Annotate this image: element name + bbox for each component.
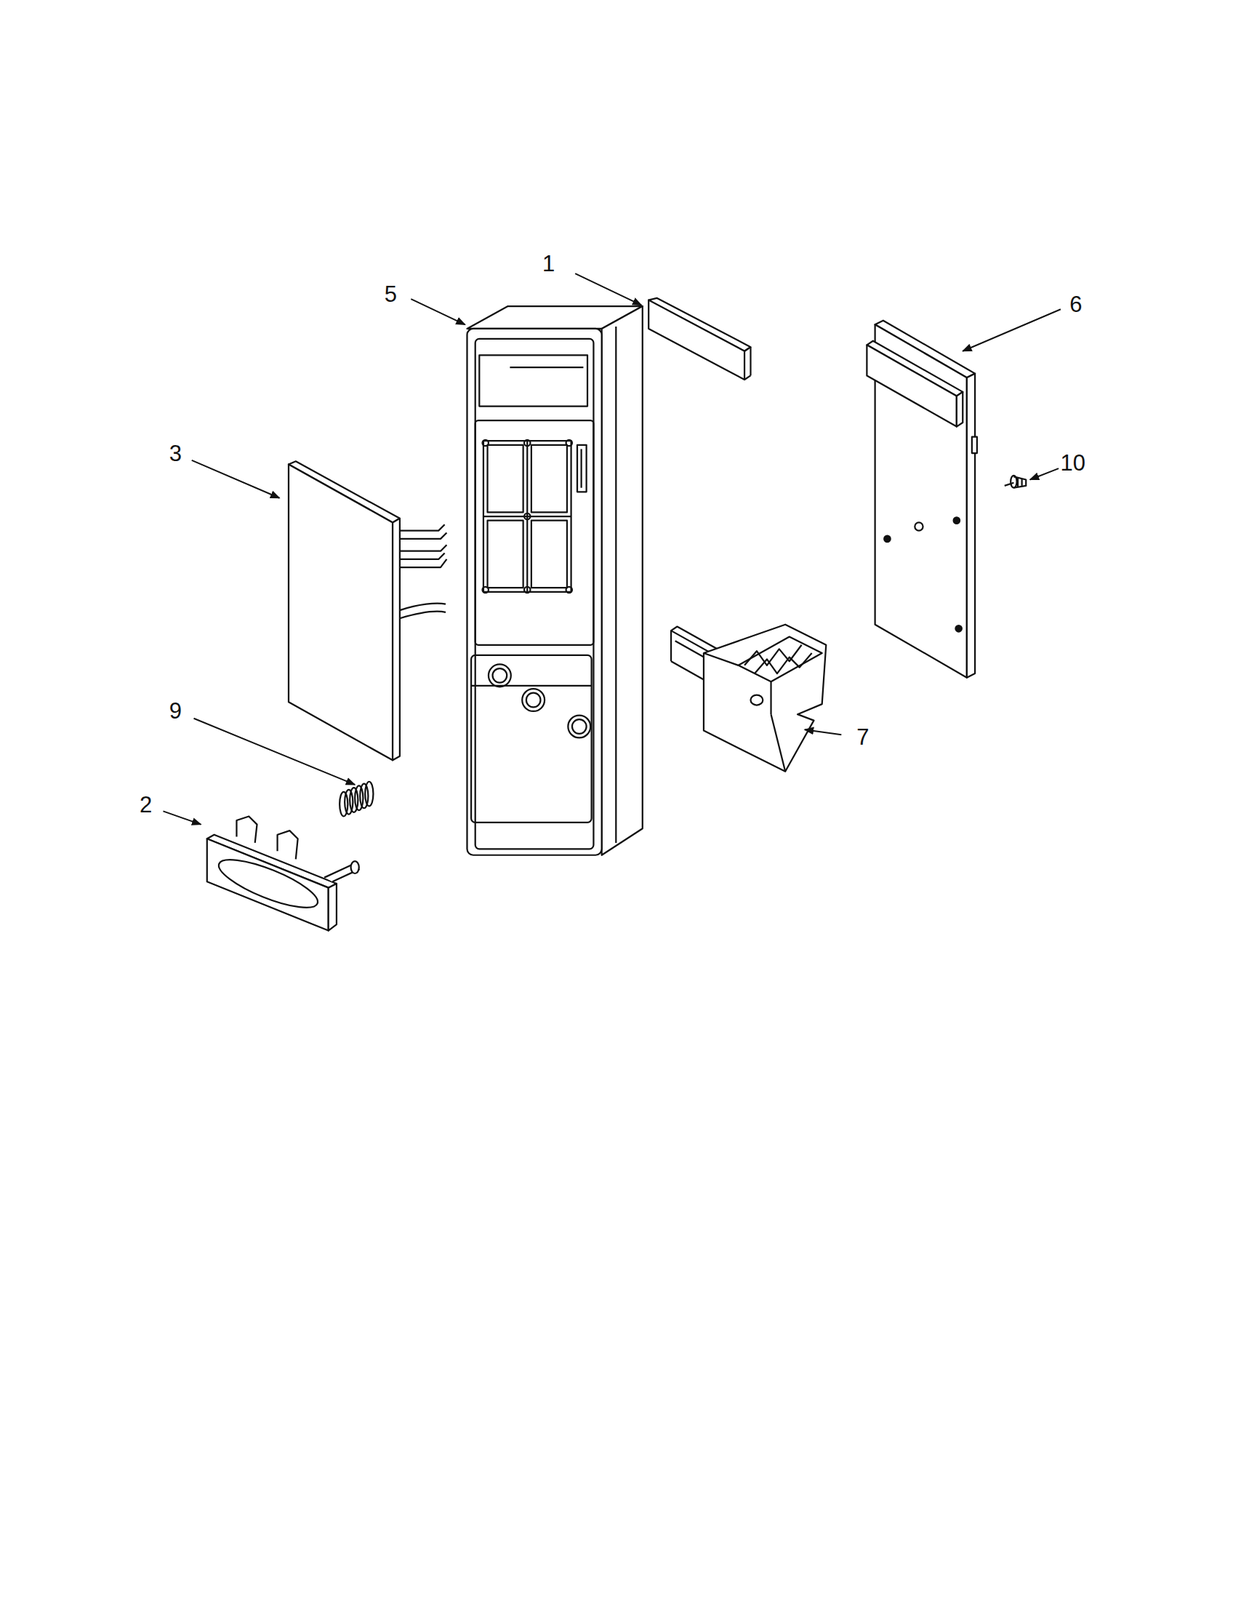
door-button xyxy=(207,838,329,930)
callout-number: 2 xyxy=(139,792,152,815)
leader-lines xyxy=(191,460,280,498)
control-board xyxy=(866,344,957,427)
control-panel-frame xyxy=(479,354,588,406)
control-panel-frame xyxy=(471,655,592,823)
control-panel-frame xyxy=(475,338,594,849)
control-panel-frame xyxy=(567,715,591,738)
control-panel-frame xyxy=(482,439,489,446)
control-board xyxy=(972,436,978,453)
control-board xyxy=(953,516,960,523)
latch-lever xyxy=(769,681,772,714)
door-button xyxy=(277,830,299,859)
control-panel-frame xyxy=(566,586,573,593)
control-board xyxy=(956,391,963,427)
screw xyxy=(1004,482,1015,486)
control-panel-frame xyxy=(509,366,584,368)
latch-lever xyxy=(703,624,826,772)
keypad-membrane xyxy=(399,559,448,568)
control-panel-frame xyxy=(466,306,642,855)
leader-lines xyxy=(575,273,642,305)
screw xyxy=(1020,478,1023,486)
control-board xyxy=(866,320,978,678)
control-board xyxy=(914,521,923,530)
leader-lines xyxy=(804,729,842,735)
control-panel-frame xyxy=(577,444,587,493)
control-panel-frame xyxy=(524,586,530,593)
screw xyxy=(1004,475,1026,488)
control-panel-frame xyxy=(572,719,587,734)
control-panel-frame xyxy=(531,444,568,513)
control-panel-frame xyxy=(483,440,572,592)
door-button xyxy=(207,815,360,930)
control-panel-frame xyxy=(524,439,530,446)
latch-lever xyxy=(670,630,672,661)
latch-lever xyxy=(744,644,802,666)
latch-lever xyxy=(754,652,813,674)
control-panel-frame xyxy=(601,306,643,855)
display-window xyxy=(744,375,751,380)
control-panel-frame xyxy=(492,668,508,683)
keypad-membrane xyxy=(399,532,448,538)
latch-lever xyxy=(771,713,786,772)
callout-number: 1 xyxy=(542,251,555,275)
keypad-membrane xyxy=(399,553,445,560)
callout-number: 3 xyxy=(169,441,182,464)
keypad-membrane xyxy=(399,603,446,610)
leader-lines xyxy=(162,273,1060,825)
callout-number: 6 xyxy=(1069,292,1082,316)
control-panel-frame xyxy=(566,439,573,446)
control-board xyxy=(966,373,975,678)
display-window xyxy=(744,346,751,352)
keypad-membrane xyxy=(399,524,445,530)
display-window xyxy=(749,346,751,376)
control-panel-frame xyxy=(580,448,582,488)
screw xyxy=(1017,477,1019,488)
control-panel-frame xyxy=(521,688,545,712)
control-board xyxy=(955,625,962,632)
callout-number: 9 xyxy=(169,698,182,722)
spring xyxy=(364,781,373,807)
leader-lines xyxy=(194,718,356,785)
leader-lines xyxy=(962,308,1061,352)
keypad-membrane xyxy=(288,460,447,760)
screw xyxy=(1013,476,1026,488)
control-panel-frame xyxy=(488,663,512,687)
control-panel-frame xyxy=(524,513,530,520)
latch-lever xyxy=(671,624,826,772)
door-button xyxy=(328,883,337,931)
control-panel-frame xyxy=(487,520,524,589)
control-panel-frame xyxy=(483,515,572,517)
control-panel-frame xyxy=(526,692,541,708)
control-panel-frame xyxy=(615,326,617,843)
keypad-membrane xyxy=(399,611,446,618)
leader-lines xyxy=(162,810,201,824)
control-panel-frame xyxy=(531,520,568,589)
door-button xyxy=(213,849,323,917)
callout-number: 10 xyxy=(1060,450,1086,474)
control-panel-frame xyxy=(466,328,602,855)
latch-lever xyxy=(703,652,739,666)
keypad-membrane xyxy=(288,463,393,760)
latch-lever xyxy=(750,695,763,706)
callout-number: 5 xyxy=(384,282,397,306)
door-button xyxy=(236,815,257,842)
callout-number: 7 xyxy=(856,725,869,749)
keypad-membrane xyxy=(399,544,448,551)
display-window xyxy=(648,300,745,380)
control-board xyxy=(884,535,890,542)
control-panel-frame xyxy=(471,684,592,687)
leader-lines xyxy=(1030,468,1059,480)
door-button xyxy=(351,860,360,874)
control-panel-frame xyxy=(475,420,594,645)
control-panel-frame xyxy=(482,586,489,593)
latch-lever xyxy=(671,660,704,680)
keypad-membrane xyxy=(392,518,400,760)
control-panel-frame xyxy=(487,444,524,513)
leader-lines xyxy=(410,298,465,325)
display-window xyxy=(648,298,751,380)
latch-lever xyxy=(738,636,823,682)
spring xyxy=(339,781,373,817)
